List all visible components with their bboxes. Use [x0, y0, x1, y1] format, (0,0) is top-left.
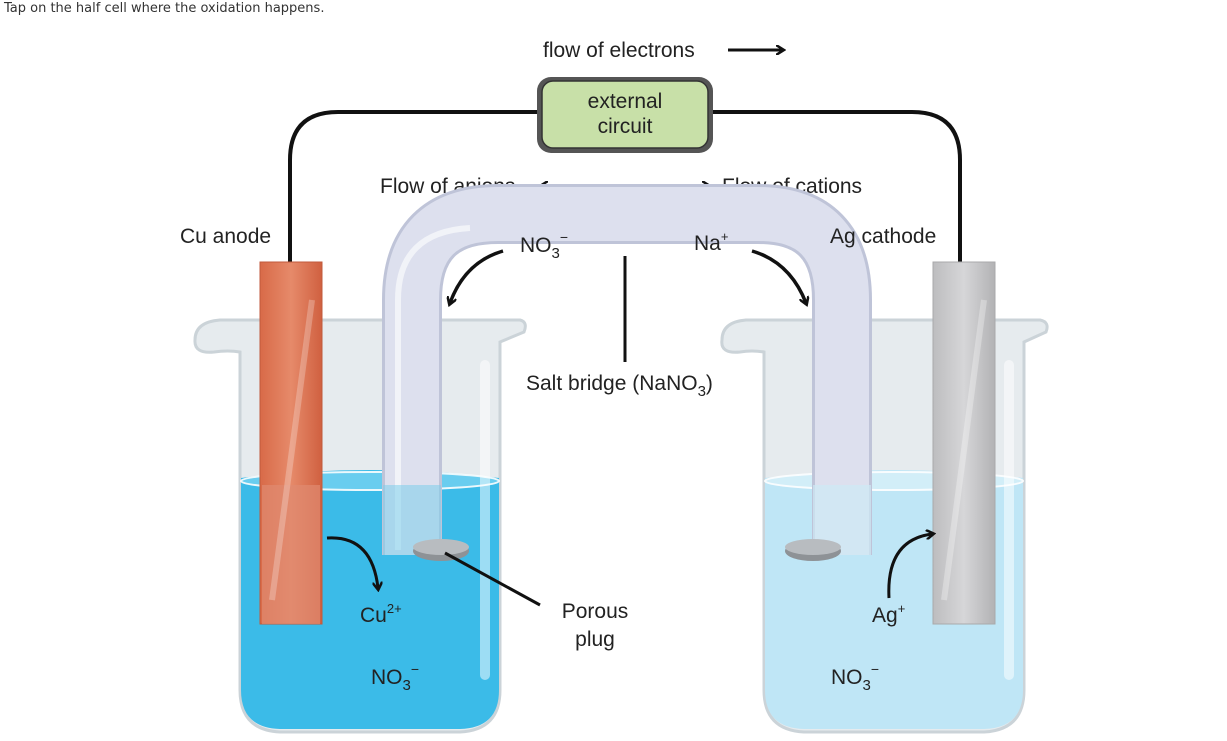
left-nitrate-charge: −: [411, 661, 419, 677]
salt-bridge-close: ): [706, 372, 713, 395]
flow-of-electrons-label: flow of electrons: [543, 39, 695, 62]
bridge-nitrate-charge: −: [560, 229, 568, 245]
copper-ion-label: Cu2+: [360, 601, 402, 627]
nitrate-flow-arrow-icon: [450, 249, 504, 303]
bridge-nitrate-text: NO: [520, 234, 552, 257]
salt-bridge-text: Salt bridge (NaNO: [526, 372, 698, 395]
porous-plug-leader-line: [444, 551, 541, 607]
right-nitrate-text: NO: [831, 666, 863, 689]
salt-bridge-subscript: 3: [698, 383, 706, 400]
bridge-sodium-label: Na+: [694, 229, 728, 255]
porous-plug-label-line1: Porous: [562, 600, 629, 623]
ag-cathode-label: Ag cathode: [830, 225, 936, 248]
right-half-cell-silver[interactable]: Ag+ NO3−: [720, 225, 1055, 740]
external-wire: [288, 110, 962, 262]
right-nitrate-label: NO3−: [831, 661, 879, 694]
left-nitrate-text: NO: [371, 666, 403, 689]
external-circuit-box: external circuit: [537, 77, 713, 153]
bridge-nitrate-subscript: 3: [552, 245, 560, 262]
left-nitrate-label: NO3−: [371, 661, 419, 694]
silver-cathode-electrode: [932, 261, 996, 625]
left-half-cell-copper[interactable]: Cu2+ NO3−: [190, 225, 530, 740]
silver-ion-label: Ag+: [872, 601, 905, 627]
silver-ion-text: Ag: [872, 604, 898, 627]
right-nitrate-subscript: 3: [863, 677, 871, 694]
silver-ion-charge: +: [898, 601, 906, 616]
salt-bridge-label: Salt bridge (NaNO3): [526, 372, 713, 400]
question-prompt: Tap on the half cell where the oxidation…: [4, 1, 325, 16]
bridge-sodium-charge: +: [721, 229, 729, 244]
salt-bridge: [382, 184, 872, 561]
bridge-nitrate-label: NO3−: [520, 229, 568, 262]
cu-anode-label: Cu anode: [180, 225, 271, 248]
external-circuit-label-line2: circuit: [598, 115, 653, 138]
porous-plug-label-line2: plug: [575, 628, 615, 651]
external-circuit-label-line1: external: [588, 90, 663, 113]
copper-ion-text: Cu: [360, 604, 387, 627]
left-nitrate-subscript: 3: [403, 677, 411, 694]
copper-ion-charge: 2+: [387, 601, 402, 616]
copper-ion-arrow-icon: [326, 536, 378, 588]
silver-ion-arrow-icon: [887, 534, 932, 599]
right-nitrate-charge: −: [871, 661, 879, 677]
sodium-flow-arrow-icon: [751, 249, 806, 303]
bridge-sodium-text: Na: [694, 232, 721, 255]
